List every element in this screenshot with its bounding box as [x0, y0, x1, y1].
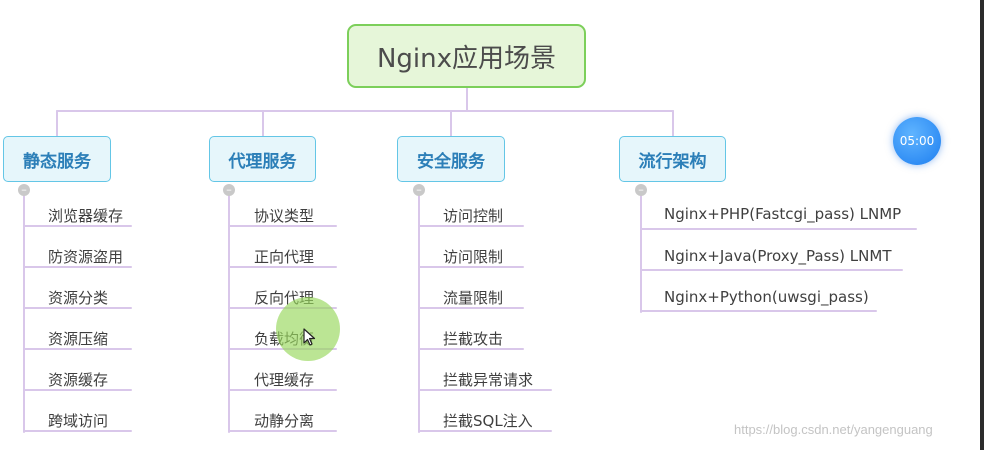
list-item: Nginx+PHP(Fastcgi_pass) LNMP — [664, 205, 902, 223]
list-item: 资源缓存 — [48, 371, 109, 389]
cursor-highlight — [276, 297, 340, 361]
category-proxy-services[interactable]: 代理服务 — [209, 136, 316, 182]
timer-badge[interactable]: 05:00 — [893, 117, 941, 165]
mouse-pointer-icon — [303, 328, 316, 346]
list-item: 拦截异常请求 — [443, 371, 534, 389]
list-item: 拦截攻击 — [443, 330, 504, 348]
category-label: 代理服务 — [228, 151, 297, 172]
list-item: 代理缓存 — [254, 371, 315, 389]
list-item: 访问限制 — [443, 248, 504, 266]
list-item: 跨域访问 — [48, 412, 109, 430]
list-item: 流量限制 — [443, 289, 504, 307]
window-edge — [980, 0, 984, 450]
list-item: 动静分离 — [254, 412, 315, 430]
category-security-services[interactable]: 安全服务 — [397, 136, 505, 182]
minus-icon[interactable]: – — [413, 184, 425, 196]
list-item: 浏览器缓存 — [48, 207, 124, 225]
list-item: Nginx+Python(uwsgi_pass) — [664, 288, 869, 306]
minus-icon[interactable]: – — [635, 184, 647, 196]
category-label: 静态服务 — [23, 151, 91, 172]
category-label: 流行架构 — [638, 151, 707, 172]
list-item: 资源分类 — [48, 289, 109, 307]
category-static-services[interactable]: 静态服务 — [3, 136, 111, 182]
list-item: 资源压缩 — [48, 330, 109, 348]
root-node[interactable]: Nginx应用场景 — [347, 24, 586, 88]
watermark: https://blog.csdn.net/yangenguang — [734, 422, 933, 437]
category-label: 安全服务 — [417, 151, 485, 172]
root-title: Nginx应用场景 — [376, 43, 557, 74]
category-popular-architecture[interactable]: 流行架构 — [619, 136, 726, 182]
minus-icon[interactable]: – — [18, 184, 30, 196]
timer-text: 05:00 — [899, 134, 935, 148]
minus-icon[interactable]: – — [223, 184, 235, 196]
list-item: Nginx+Java(Proxy_Pass) LNMT — [664, 247, 892, 265]
list-item: 协议类型 — [254, 207, 315, 225]
list-item: 拦截SQL注入 — [443, 412, 533, 430]
list-item: 访问控制 — [443, 207, 504, 225]
list-item: 正向代理 — [254, 248, 315, 266]
list-item: 防资源盗用 — [48, 248, 124, 266]
